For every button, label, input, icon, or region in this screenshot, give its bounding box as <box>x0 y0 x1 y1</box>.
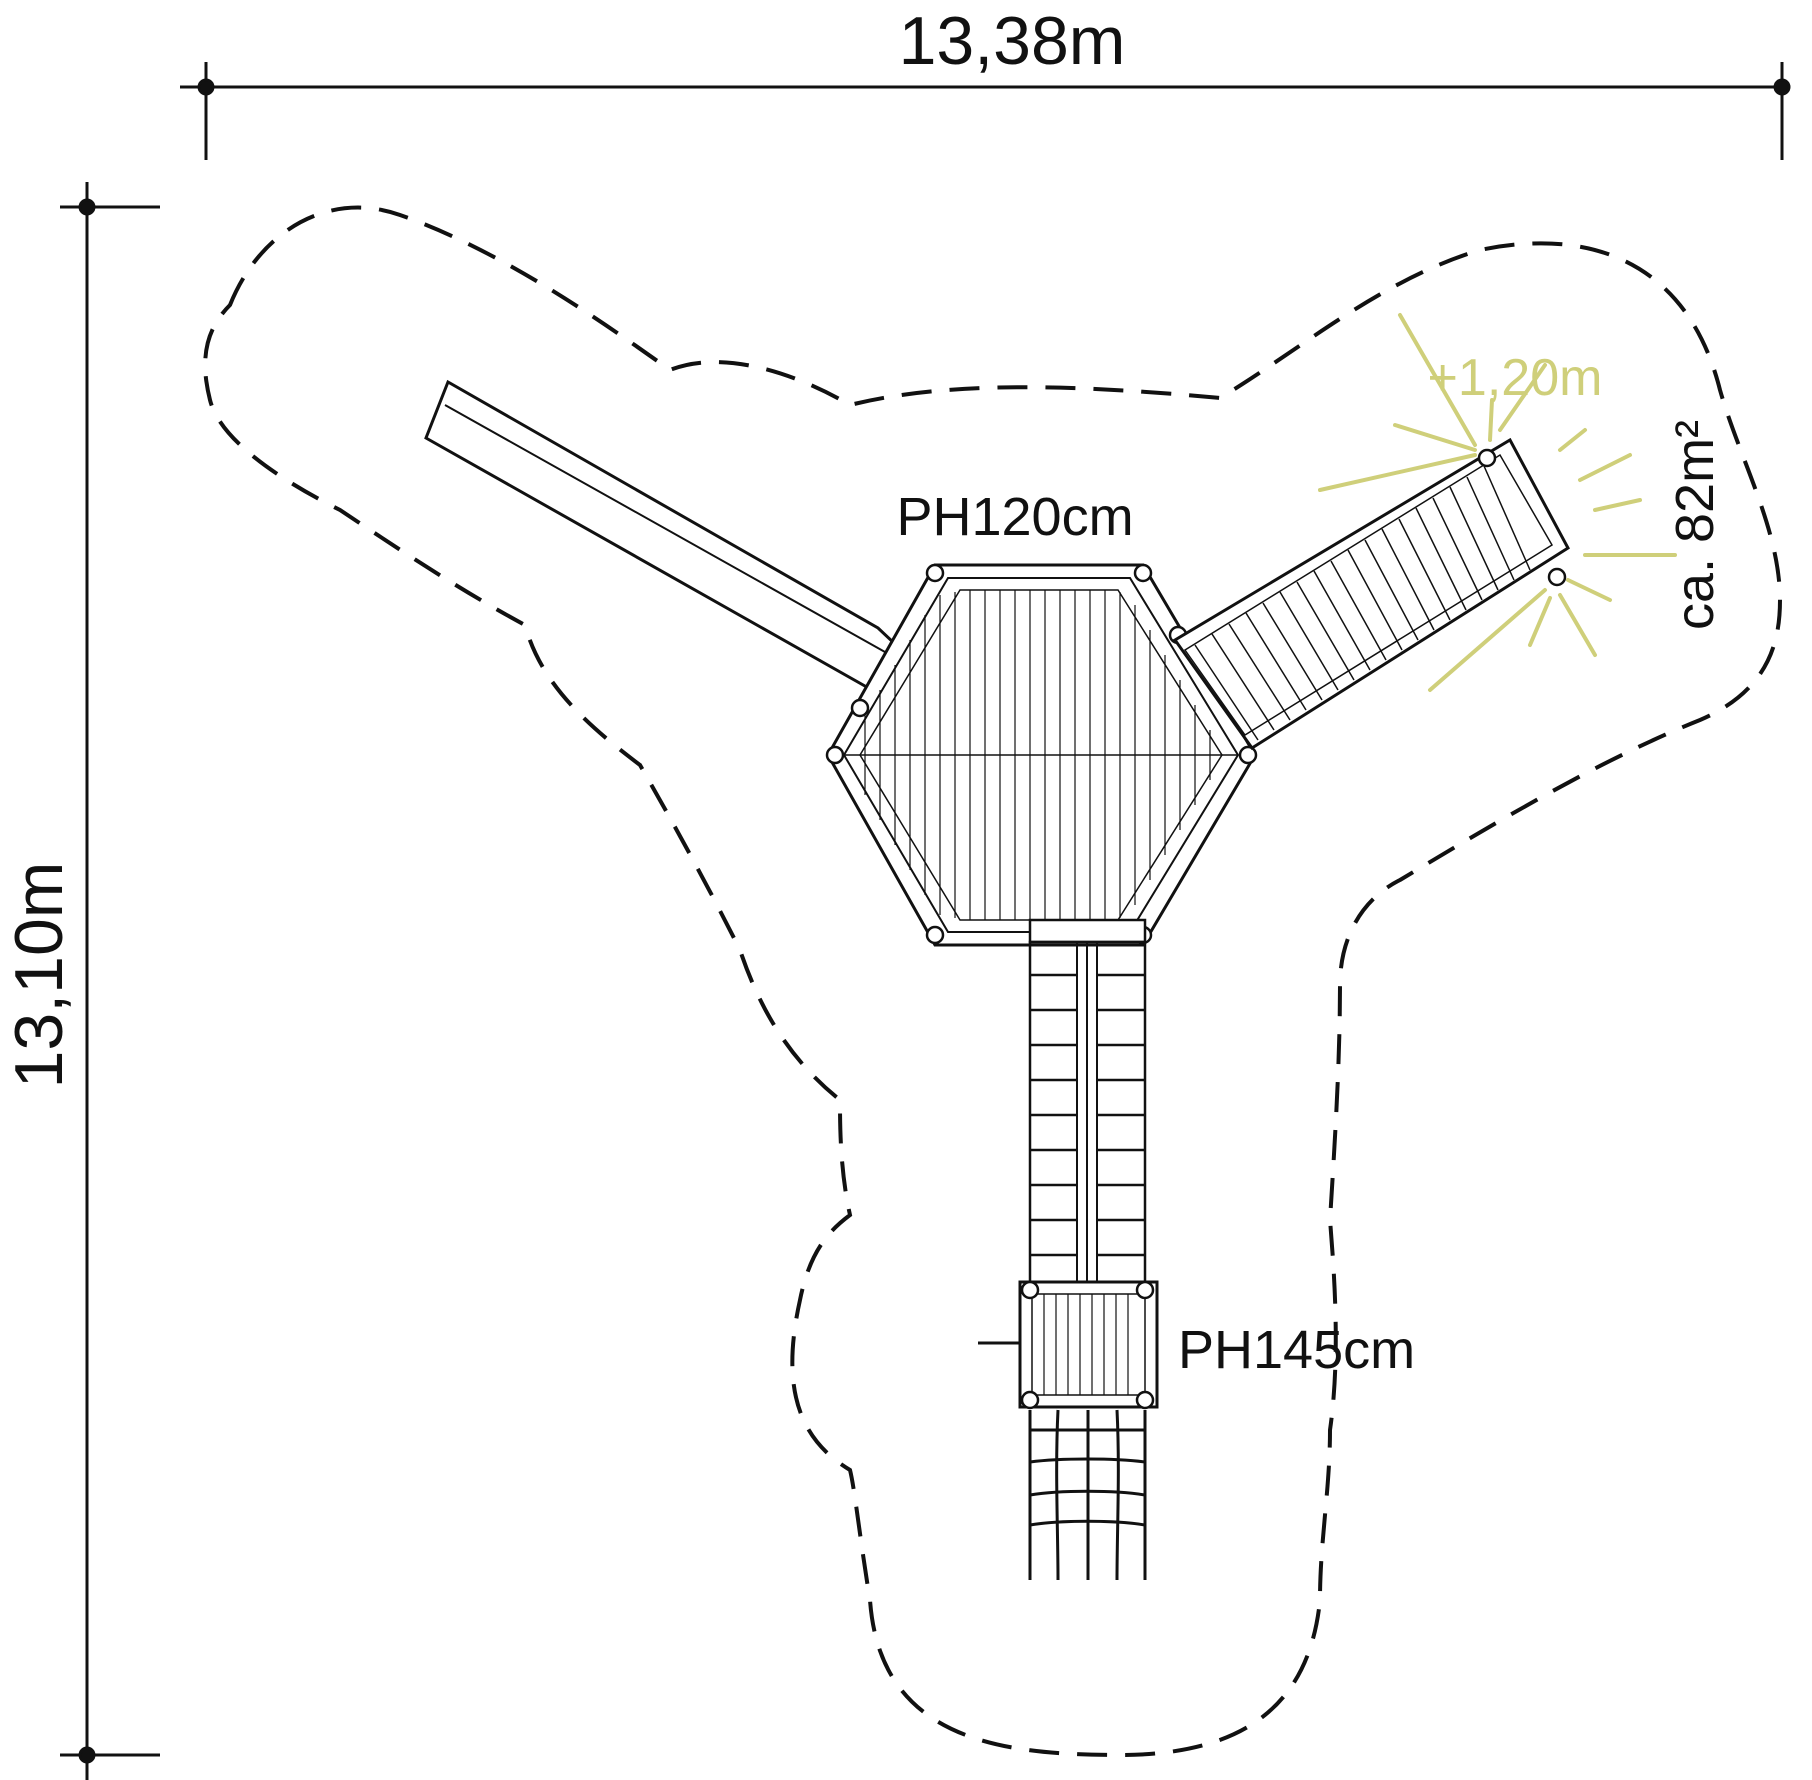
stair-treads <box>1194 465 1531 741</box>
main-platform <box>825 563 1258 947</box>
main-platform-decking <box>844 590 1238 920</box>
fall-zone-outline <box>203 205 1783 1758</box>
walkway <box>1028 918 1147 1284</box>
fall-zone-area-label: ca. 82m² <box>1665 420 1725 630</box>
width-label: 13,38m <box>899 3 1126 79</box>
tower-decking <box>1043 1294 1129 1395</box>
highlight-rays <box>1318 313 1677 692</box>
walkway-rungs <box>1030 973 1145 1257</box>
tower-height-label: PH145cm <box>1178 1320 1415 1380</box>
height-label: 13,10m <box>1 862 77 1089</box>
climbing-height-label: +1,20m <box>1428 349 1603 407</box>
main-platform-height-label: PH120cm <box>896 487 1133 547</box>
stairs <box>1172 437 1570 751</box>
width-dimension <box>180 62 1791 160</box>
tower <box>978 1280 1159 1410</box>
climbing-net <box>1028 1409 1147 1581</box>
height-dimension <box>60 182 160 1780</box>
